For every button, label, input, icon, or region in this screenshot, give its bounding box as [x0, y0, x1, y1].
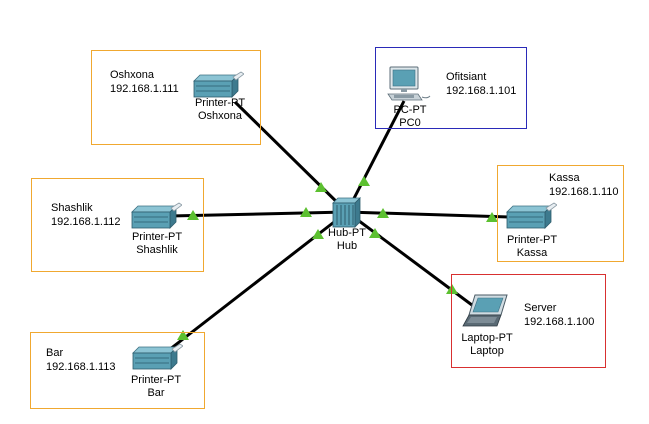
printer-icon	[506, 202, 558, 229]
printer-kassa[interactable]	[505, 202, 558, 233]
hub-icon	[332, 197, 361, 228]
laptop-model: Laptop-PT	[461, 332, 513, 344]
printer-icon	[132, 343, 184, 370]
zone-oshxona[interactable]	[91, 50, 261, 145]
printer-shashlik-name: Shashlik	[136, 244, 178, 256]
zone-bar-name: Bar	[46, 347, 64, 359]
printer-oshxona[interactable]	[192, 71, 245, 102]
zone-server[interactable]	[451, 274, 606, 368]
printer-icon	[193, 71, 245, 98]
hub-model: Hub-PT	[328, 227, 366, 239]
zone-server-ip: 192.168.1.100	[524, 316, 595, 328]
printer-shashlik-model: Printer-PT	[131, 231, 183, 243]
laptop-name: Laptop	[470, 345, 504, 357]
laptop-icon	[462, 294, 508, 327]
link-hub-shashlik[interactable]	[169, 210, 348, 218]
zone-shashlik-name: Shashlik	[51, 202, 93, 214]
zone-shashlik[interactable]	[31, 178, 204, 272]
hub-name: Hub	[336, 240, 358, 252]
port-status-indicator	[377, 208, 389, 218]
zone-kassa-name: Kassa	[549, 172, 580, 184]
link-hub-laptop[interactable]	[346, 210, 481, 313]
zone-oshxona-ip: 192.168.1.111	[110, 83, 179, 95]
zone-bar-ip: 192.168.1.113	[46, 361, 116, 373]
port-status-indicator	[177, 330, 189, 340]
printer-bar-name: Bar	[147, 387, 165, 399]
zone-ofitsiant-name: Ofitsiant	[446, 71, 487, 83]
printer-shashlik[interactable]	[130, 202, 183, 233]
port-status-indicator	[358, 176, 370, 186]
port-status-indicator	[446, 284, 458, 294]
hub[interactable]	[331, 196, 363, 231]
port-status-indicator	[486, 212, 498, 222]
port-status-indicator	[369, 228, 381, 238]
zone-kassa[interactable]	[497, 165, 624, 262]
pc0-name: PC0	[399, 117, 421, 129]
zone-ofitsiant[interactable]	[375, 47, 527, 129]
printer-icon	[131, 202, 183, 229]
printer-kassa-model: Printer-PT	[506, 234, 558, 246]
zone-bar[interactable]	[30, 332, 205, 409]
port-status-indicator	[312, 229, 324, 239]
zone-ofitsiant-ip: 192.168.1.101	[446, 85, 517, 97]
port-status-indicator	[315, 182, 327, 192]
port-status-indicator	[300, 207, 312, 217]
zone-shashlik-ip: 192.168.1.112	[51, 216, 121, 228]
pc0[interactable]	[386, 66, 432, 107]
link-hub-oshxona[interactable]	[233, 100, 349, 214]
laptop[interactable]	[461, 293, 511, 332]
printer-oshxona-name: Oshxona	[197, 110, 243, 122]
printer-kassa-name: Kassa	[516, 247, 548, 259]
link-hub-pc0[interactable]	[345, 100, 406, 213]
port-status-indicator	[187, 210, 199, 220]
printer-oshxona-model: Printer-PT	[194, 97, 246, 109]
printer-bar[interactable]	[131, 343, 184, 374]
printer-bar-model: Printer-PT	[130, 374, 182, 386]
zone-kassa-ip: 192.168.1.110	[549, 186, 619, 198]
pc0-model: PC-PT	[393, 104, 427, 116]
zone-server-name: Server	[524, 302, 557, 314]
zone-oshxona-name: Oshxona	[110, 69, 155, 81]
link-hub-kassa[interactable]	[346, 210, 511, 219]
pc-icon	[387, 66, 431, 101]
